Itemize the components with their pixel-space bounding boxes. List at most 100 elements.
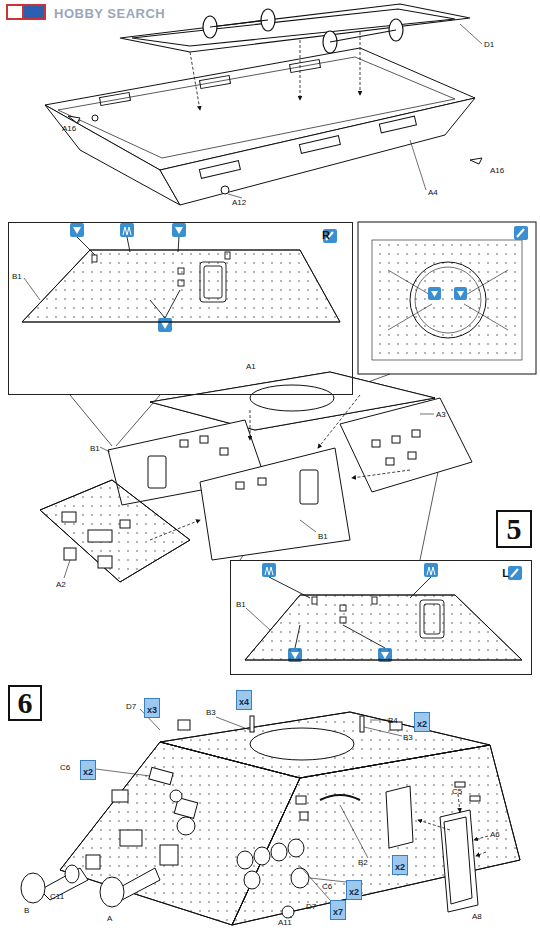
cement-icons xyxy=(457,291,464,297)
part-label: B1 xyxy=(318,532,328,541)
inset-top xyxy=(388,304,432,330)
cement-icons xyxy=(508,566,522,580)
superstructure-assembled xyxy=(254,847,270,865)
leader-lines xyxy=(64,560,70,578)
superstructure-assembled xyxy=(386,786,413,848)
inset-l-plate xyxy=(269,577,310,598)
step-number: 6 xyxy=(18,688,33,718)
superstructure-assembled xyxy=(40,868,88,900)
leader-lines xyxy=(460,24,482,44)
leader-lines xyxy=(340,805,368,858)
superstructure-exploded xyxy=(300,470,318,504)
part-label: A12 xyxy=(232,198,246,207)
superstructure-exploded xyxy=(200,448,350,560)
superstructure-assembled xyxy=(444,817,472,904)
part-label: B xyxy=(24,906,29,915)
superstructure-assembled xyxy=(250,716,254,732)
hull-tub xyxy=(45,105,180,205)
quantity-badge: x2 xyxy=(414,712,430,732)
watermark: HOBBY SEARCH xyxy=(54,7,165,21)
explode-arrows xyxy=(150,520,200,540)
superstructure-assembled xyxy=(149,767,173,784)
superstructure-assembled xyxy=(300,812,308,820)
superstructure-exploded xyxy=(372,440,380,447)
leader-lines xyxy=(88,768,150,776)
cement-icons xyxy=(424,563,438,577)
superstructure-exploded xyxy=(392,436,400,443)
assembly-arrows xyxy=(190,52,200,110)
explode-arrows xyxy=(352,470,410,478)
superstructure-assembled xyxy=(177,817,195,835)
part-label: B1 xyxy=(12,272,22,281)
inset-r-plate xyxy=(165,290,180,318)
hull-tub xyxy=(200,75,231,88)
part-label: A4 xyxy=(428,188,438,197)
cement-icons xyxy=(161,322,169,329)
superstructure-exploded xyxy=(258,478,266,485)
superstructure-assembled xyxy=(21,712,520,925)
explode-arrows xyxy=(150,395,410,540)
cement-icons xyxy=(70,223,84,237)
leader-lines xyxy=(290,916,292,918)
inset-top xyxy=(464,304,508,330)
cement-icons xyxy=(323,229,337,243)
superstructure-assembled xyxy=(21,873,45,903)
superstructure-exploded xyxy=(412,430,420,437)
inset-r-plate xyxy=(22,237,340,322)
cement-icons xyxy=(175,227,183,234)
leader-lines xyxy=(310,878,346,882)
quantity-text: x4 xyxy=(239,697,249,707)
inset-r-plate xyxy=(150,300,165,318)
inset-top xyxy=(464,270,508,296)
superstructure-exploded xyxy=(340,398,472,492)
quantity-text: x2 xyxy=(395,862,405,872)
explode-arrows xyxy=(318,395,360,448)
inset-r-plate xyxy=(204,266,222,298)
part-label: D7 xyxy=(306,902,316,911)
part-label: B4 xyxy=(388,716,398,725)
superstructure-exploded xyxy=(62,512,76,522)
part-label: A11 xyxy=(278,918,292,927)
part-arrows xyxy=(476,852,486,856)
side-label: L xyxy=(502,567,509,579)
superstructure-assembled xyxy=(470,796,480,801)
quantity-badge: x3 xyxy=(144,698,160,718)
superstructure-assembled xyxy=(288,839,304,857)
part-label: A3 xyxy=(436,410,446,419)
leader-lines xyxy=(300,520,316,532)
superstructure-assembled xyxy=(455,782,465,787)
inset-l-plate xyxy=(420,600,444,638)
superstructure-exploded xyxy=(64,548,76,560)
superstructure-assembled xyxy=(360,716,364,732)
inset-l-plate xyxy=(340,617,346,623)
hull-tub xyxy=(45,48,482,205)
hull-tub xyxy=(68,116,80,123)
part-label: A2 xyxy=(56,580,66,589)
frame-d1 xyxy=(330,30,396,42)
inset-l-plate xyxy=(295,625,300,648)
part-label: A16 xyxy=(490,166,504,175)
part-label: B3 xyxy=(403,733,413,742)
superstructure-assembled xyxy=(112,790,128,802)
quantity-badge: x7 xyxy=(330,900,346,920)
hull-tub xyxy=(92,115,98,121)
superstructure-exploded xyxy=(250,385,334,411)
watermark-logo xyxy=(6,4,46,20)
step-number-box: 6 xyxy=(8,685,42,721)
part-label: B2 xyxy=(358,858,368,867)
part-label: C6 xyxy=(322,882,332,891)
cement-icons xyxy=(73,227,81,234)
assembly-arrows xyxy=(360,32,361,95)
inset-r-plate xyxy=(200,262,226,302)
superstructure-assembled xyxy=(244,871,260,889)
leader-lines xyxy=(410,140,426,190)
part-arrows xyxy=(458,794,460,812)
leader-lines xyxy=(420,414,434,415)
inset-l-plate xyxy=(340,605,346,611)
superstructure-assembled xyxy=(120,830,142,846)
part-label: A1 xyxy=(246,362,256,371)
cement-icons xyxy=(454,287,467,300)
explode-arrows xyxy=(250,410,251,440)
superstructure-assembled xyxy=(60,742,300,925)
leader-lines xyxy=(246,608,270,630)
